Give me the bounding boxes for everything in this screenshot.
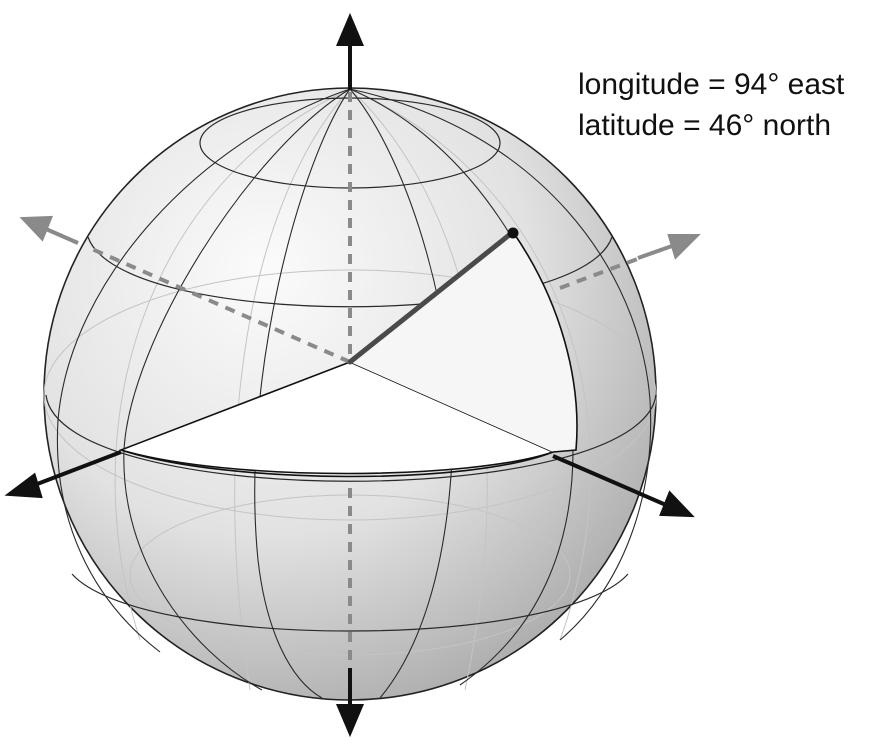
- cutaway-meridian-face: [350, 232, 577, 452]
- latitude-circle-lower: [71, 573, 629, 632]
- cutaway-floor: [118, 361, 556, 475]
- back-axis-left-arrowhead: [19, 215, 54, 242]
- front-axis-left: [31, 450, 122, 488]
- radius-line: [347, 229, 516, 365]
- latitude-circle-upper: [87, 236, 613, 308]
- back-axis-left: [45, 227, 79, 245]
- latitude-lines: [45, 97, 657, 632]
- front-axis-left-arrowhead: [4, 472, 43, 499]
- hidden-axes: [91, 92, 641, 668]
- polar-axis-south-arrowhead: [335, 704, 365, 738]
- back-axis-right: [637, 244, 673, 260]
- location-point: [507, 227, 519, 239]
- back-axis-left-hidden: [91, 247, 351, 364]
- polar-axis-north-arrowhead: [335, 12, 365, 46]
- front-axis-right-arrowhead: [659, 490, 695, 518]
- latitude-label: latitude = 46° north: [578, 109, 832, 142]
- back-axis-right-arrowhead: [667, 234, 701, 260]
- meridian: [123, 88, 351, 691]
- front-axes: [4, 12, 695, 738]
- cutaway-wedge: [118, 231, 578, 478]
- longitude-label: longitude = 94° east: [578, 68, 845, 101]
- equator-front: [45, 394, 657, 482]
- front-axis-right: [552, 454, 667, 507]
- back-axes: [19, 215, 701, 260]
- cutaway-rim: [120, 449, 554, 478]
- meridian: [349, 88, 652, 641]
- cutaway-meridian-edge: [512, 231, 578, 453]
- back-axis-right-hidden: [559, 256, 641, 290]
- meridian: [56, 88, 351, 653]
- coordinate-labels: longitude = 94° east latitude = 46° nort…: [578, 64, 844, 146]
